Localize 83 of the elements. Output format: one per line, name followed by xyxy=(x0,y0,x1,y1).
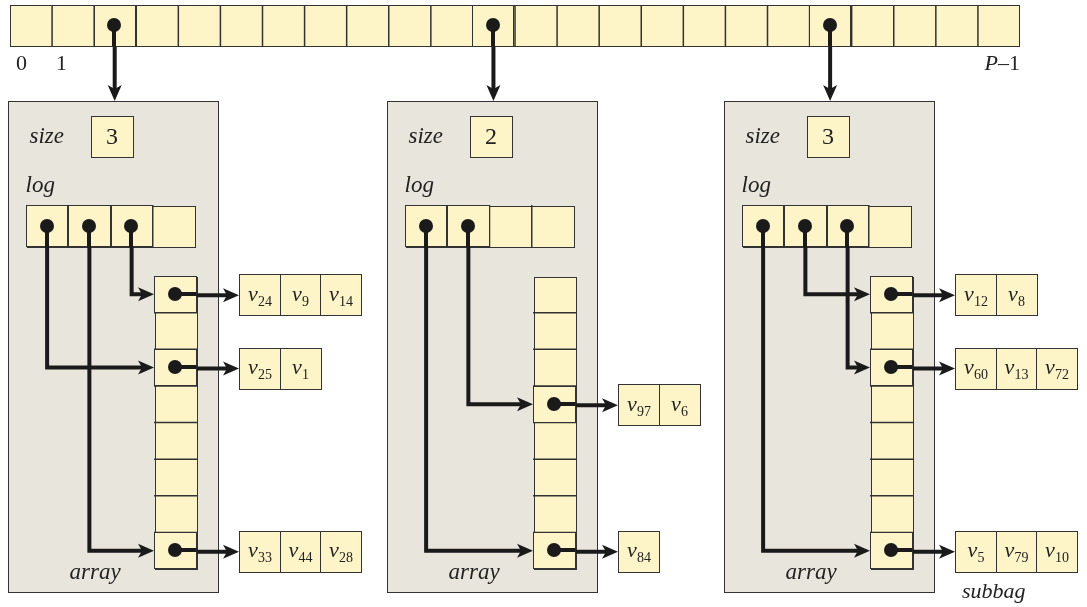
value-entry: v$_{9}$ xyxy=(279,274,322,317)
value-entry: v$_{60}$ xyxy=(955,347,997,390)
value-entry: v$_{14}$ xyxy=(320,274,362,317)
array-cell xyxy=(870,276,913,313)
array-cell xyxy=(405,205,448,247)
arrow xyxy=(913,544,955,559)
array-cell xyxy=(68,205,111,247)
index-label: 0 xyxy=(16,52,27,74)
value-entry: v$_{24}$ xyxy=(239,274,281,317)
array-cell xyxy=(447,205,490,247)
value-entry: v$_{5}$ xyxy=(955,530,997,573)
pointer-array xyxy=(26,205,196,248)
value-box: 3 xyxy=(90,115,134,158)
pointer-array xyxy=(742,205,912,248)
array-cell xyxy=(110,205,153,247)
arrow xyxy=(197,288,239,303)
value-entry: v$_{6}$ xyxy=(658,384,701,427)
field-label: size xyxy=(29,123,64,147)
array-cell xyxy=(472,4,515,47)
arrow xyxy=(823,46,838,101)
array-cell xyxy=(533,532,576,569)
arrow xyxy=(803,247,870,302)
arrow xyxy=(197,361,239,376)
arrow xyxy=(45,247,154,375)
arrow xyxy=(576,544,618,559)
array-cell xyxy=(784,205,827,247)
value-entry: v$_{44}$ xyxy=(279,530,322,573)
subbag-panel xyxy=(8,101,219,593)
array-cell xyxy=(870,532,913,569)
index-label: subbag xyxy=(962,580,1026,602)
value-entry: v$_{8}$ xyxy=(995,274,1038,317)
array-cell xyxy=(533,385,576,423)
field-label: size xyxy=(408,123,443,147)
value-entry: v$_{25}$ xyxy=(239,347,281,390)
arrow xyxy=(486,46,501,101)
arrow xyxy=(197,544,239,559)
field-label: size xyxy=(745,123,780,147)
arrow xyxy=(129,247,154,302)
pointer-array xyxy=(533,276,577,570)
value-entry: v$_{10}$ xyxy=(1036,530,1078,573)
value-box: 2 xyxy=(469,115,513,158)
pointer-array xyxy=(405,205,575,248)
value-entry: v$_{13}$ xyxy=(995,347,1038,390)
value-entry: v$_{28}$ xyxy=(320,530,362,573)
value-entry: v$_{79}$ xyxy=(995,530,1038,573)
index-label: P–1 xyxy=(984,52,1020,74)
arrow xyxy=(107,46,122,101)
array-cell xyxy=(154,276,197,313)
field-label: array xyxy=(785,559,837,583)
value-box: 3 xyxy=(806,115,850,158)
arrow xyxy=(845,247,870,375)
field-label: log xyxy=(25,172,55,196)
array-cell xyxy=(93,4,136,47)
arrow xyxy=(424,247,533,558)
arrow xyxy=(913,288,955,303)
value-entry: v$_{1}$ xyxy=(279,347,322,390)
value-entry: v$_{72}$ xyxy=(1036,347,1078,390)
arrow xyxy=(913,361,955,376)
pointer-array xyxy=(870,276,914,570)
arrow xyxy=(87,247,154,558)
arrow xyxy=(761,247,870,558)
value-entry: v$_{97}$ xyxy=(618,384,660,427)
field-label: array xyxy=(448,559,500,583)
arrow xyxy=(576,398,618,413)
array-cell xyxy=(742,205,785,247)
value-entry: v$_{84}$ xyxy=(618,530,660,573)
arrow xyxy=(466,247,533,412)
field-label: log xyxy=(404,172,434,196)
index-label: 1 xyxy=(56,52,67,74)
field-label: log xyxy=(741,172,771,196)
array-cell xyxy=(26,205,69,247)
subbag-panel xyxy=(724,101,935,593)
array-cell xyxy=(154,349,197,386)
field-label: array xyxy=(69,559,121,583)
value-entry: v$_{12}$ xyxy=(955,274,997,317)
array-cell xyxy=(809,4,852,47)
pointer-array xyxy=(10,5,1020,47)
value-entry: v$_{33}$ xyxy=(239,530,281,573)
array-cell xyxy=(154,532,197,569)
array-cell xyxy=(826,205,869,247)
pointer-array xyxy=(154,276,198,570)
array-cell xyxy=(870,349,913,386)
subbag-panel xyxy=(387,101,598,593)
